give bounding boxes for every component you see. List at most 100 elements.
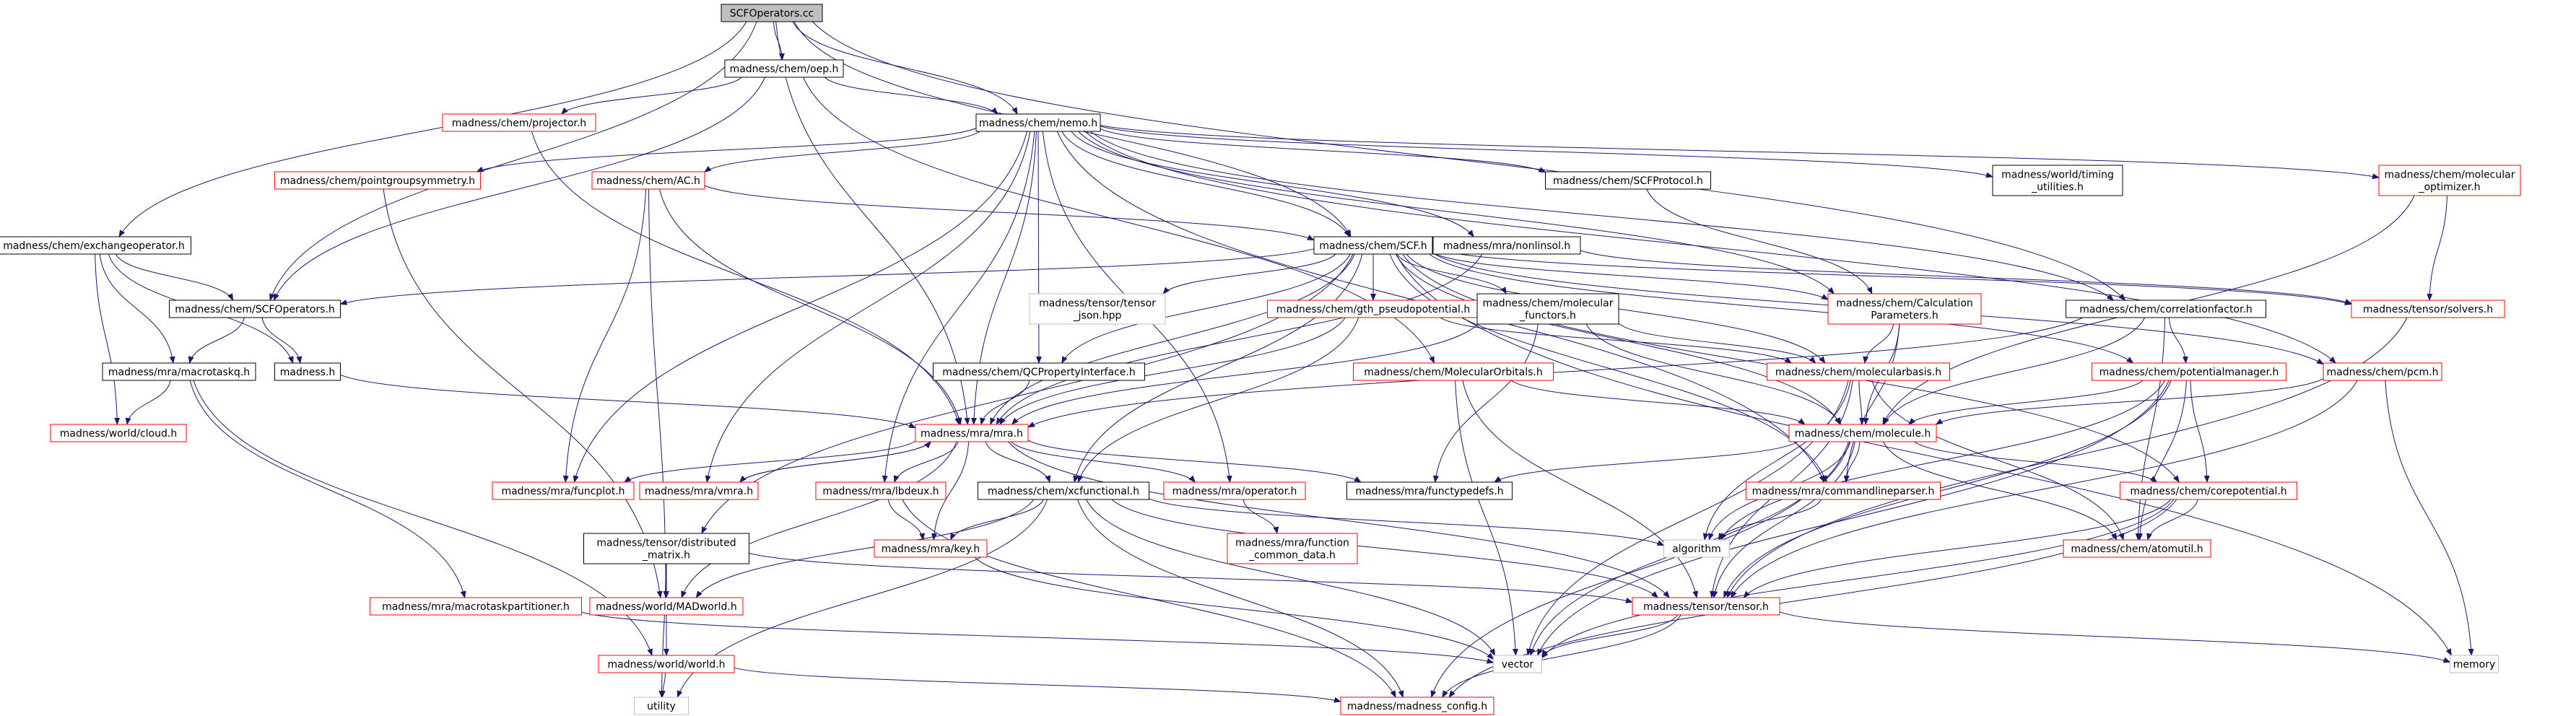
edge-macrotaskq-to-macrotaskpart: [189, 380, 466, 598]
edge-gth-to-mra: [999, 317, 1346, 425]
edge-gth-to-xcfunctional: [1077, 317, 1359, 483]
edge-nemo-to-lbdeux: [882, 131, 1035, 483]
node-molfunctors[interactable]: madness/chem/molecular_functors.h: [1476, 293, 1619, 325]
node-molorbitals[interactable]: madness/chem/MolecularOrbitals.h: [1353, 362, 1554, 381]
node-madnessh[interactable]: madness.h: [274, 362, 341, 381]
node-functypedefs[interactable]: madness/mra/functypedefs.h: [1346, 481, 1513, 500]
node-nemo[interactable]: madness/chem/nemo.h: [975, 113, 1101, 132]
node-corepot-box: [2120, 481, 2297, 500]
node-funccommon[interactable]: madness/mra/function_common_data.h: [1227, 533, 1358, 564]
edge-molbasis-to-molecule: [1858, 380, 1866, 425]
nodes-layer: SCFOperators.cc madness/chem/oep.h madness…: [0, 4, 2521, 715]
edge-vmra-to-mra: [739, 441, 931, 483]
node-projector-box: [442, 113, 596, 132]
node-functypedefs-label: madness/mra/functypedefs.h: [1355, 486, 1503, 497]
edge-calcparams-to-molbasis: [1863, 323, 1894, 364]
edge-scf-to-potmanager: [1429, 253, 2134, 364]
node-mra-box: [915, 424, 1029, 442]
node-solvers[interactable]: madness/tensor/solvers.h: [2351, 300, 2505, 318]
node-molopt[interactable]: madness/chem/molecular_optimizer.h: [2378, 165, 2521, 196]
node-pcm[interactable]: madness/chem/pcm.h: [2323, 362, 2442, 381]
edge-madnessh-to-mra: [340, 374, 916, 429]
node-potmanager[interactable]: madness/chem/potentialmanager.h: [2092, 362, 2286, 381]
edge-mra-to-xcfunctional: [985, 441, 1051, 483]
node-config[interactable]: madness/madness_config.h: [1340, 697, 1494, 715]
node-operator-label: madness/mra/operator.h: [1172, 486, 1297, 497]
node-timing[interactable]: madness/world/timing_utilities.h: [1992, 165, 2123, 196]
node-molbasis[interactable]: madness/chem/molecularbasis.h: [1767, 362, 1950, 381]
edge-scfops-to-macrotaskq: [188, 317, 245, 364]
node-scf[interactable]: madness/chem/SCF.h: [1313, 236, 1433, 255]
node-madworld[interactable]: madness/world/MADworld.h: [589, 597, 744, 616]
node-nemo-label: madness/chem/nemo.h: [979, 118, 1097, 129]
node-scfprotocol[interactable]: madness/chem/SCFProtocol.h: [1545, 171, 1711, 190]
node-key-box: [874, 539, 988, 558]
edge-projector-to-mra: [531, 131, 960, 425]
node-macrotaskpart[interactable]: madness/mra/macrotaskpartitioner.h: [370, 597, 582, 616]
node-scfops[interactable]: madness/chem/SCFOperators.h: [169, 300, 341, 318]
node-gth[interactable]: madness/chem/gth_pseudopotential.h: [1267, 300, 1479, 318]
edge-potmanager-to-tensor: [1723, 380, 2172, 598]
node-key[interactable]: madness/mra/key.h: [874, 539, 988, 558]
node-potmanager-box: [2092, 362, 2286, 381]
edge-tensor-to-config: [1442, 614, 1681, 698]
edge-mra-to-key: [931, 441, 970, 541]
node-oep-box: [724, 59, 844, 78]
node-madworld-label: madness/world/MADworld.h: [596, 601, 736, 613]
node-distmatrix[interactable]: madness/tensor/distributed_matrix.h: [583, 533, 749, 564]
edge-xcfunctional-to-key: [950, 499, 1044, 541]
edge-pcm-to-memory: [2385, 380, 2474, 656]
node-memory-box: [2450, 655, 2499, 673]
node-vmra[interactable]: madness/mra/vmra.h: [639, 481, 759, 500]
node-molfunctors-box: [1476, 293, 1619, 325]
node-funcplot-label: madness/mra/funcplot.h: [501, 486, 625, 497]
node-atomutil[interactable]: madness/chem/atomutil.h: [2063, 539, 2211, 558]
node-funcplot[interactable]: madness/mra/funcplot.h: [492, 481, 635, 500]
node-vmra-label: madness/mra/vmra.h: [645, 486, 753, 497]
node-pcm-label: madness/chem/pcm.h: [2327, 367, 2439, 378]
node-corrfactor[interactable]: madness/chem/correlationfactor.h: [2066, 300, 2266, 318]
edge-scf-to-molfunctors: [1396, 253, 1507, 294]
node-root[interactable]: SCFOperators.cc: [721, 4, 823, 22]
node-xcfunctional[interactable]: madness/chem/xcfunctional.h: [978, 481, 1149, 500]
edge-ac-to-scf: [704, 185, 1315, 241]
node-operator[interactable]: madness/mra/operator.h: [1163, 481, 1306, 500]
node-nonlinsol[interactable]: madness/mra/nonlinsol.h: [1432, 236, 1581, 255]
node-cloud[interactable]: madness/world/cloud.h: [50, 424, 187, 442]
node-pointgroup[interactable]: madness/chem/pointgroupsymmetry.h: [274, 171, 481, 190]
edge-molecule-to-functypedefs: [1494, 441, 1798, 483]
node-projector[interactable]: madness/chem/projector.h: [442, 113, 596, 132]
node-macrotaskpart-box: [370, 597, 582, 616]
edge-mra-to-operator: [1011, 441, 1196, 483]
edge-scf-to-calcparams: [1432, 252, 1829, 300]
node-vector-label: vector: [1502, 659, 1534, 671]
node-world-box: [598, 655, 735, 673]
edge-nemo-to-molopt: [1100, 125, 2380, 180]
node-distmatrix-box: [583, 533, 749, 564]
node-macrotaskq[interactable]: madness/mra/macrotaskq.h: [102, 362, 256, 381]
edge-mra-to-madworld: [681, 441, 957, 598]
node-lbdeux[interactable]: madness/mra/lbdeux.h: [815, 481, 947, 500]
node-molecule[interactable]: madness/chem/molecule.h: [1788, 424, 1937, 442]
node-mra[interactable]: madness/mra/mra.h: [915, 424, 1029, 442]
edge-pcm-to-molecule: [1935, 378, 2324, 425]
node-cmdparser[interactable]: madness/mra/commandlineparser.h: [1746, 481, 1941, 500]
edge-molorbitals-to-tensor: [1462, 380, 1699, 598]
node-xcfunctional-box: [978, 481, 1149, 500]
node-ac[interactable]: madness/chem/AC.h: [591, 171, 705, 190]
node-memory: memory: [2450, 655, 2499, 673]
node-oep[interactable]: madness/chem/oep.h: [724, 59, 844, 78]
node-operator-box: [1163, 481, 1306, 500]
edge-molorbitals-to-molecule: [1510, 380, 1806, 425]
node-corepot[interactable]: madness/chem/corepotential.h: [2120, 481, 2297, 500]
node-qcprop[interactable]: madness/chem/QCPropertyInterface.h: [933, 362, 1145, 381]
node-tensor[interactable]: madness/tensor/tensor.h: [1632, 597, 1780, 616]
edge-key-to-vector: [974, 556, 1494, 660]
node-world[interactable]: madness/world/world.h: [598, 655, 735, 673]
node-exchangeop[interactable]: madness/chem/exchangeoperator.h: [0, 236, 191, 255]
node-cloud-box: [50, 424, 187, 442]
edge-nemo-to-funcplot: [573, 131, 1027, 483]
edge-molbasis-to-atomutil: [1871, 380, 2125, 541]
node-tensorjson-label: madness/tensor/tensor_json.hpp: [1039, 298, 1156, 322]
